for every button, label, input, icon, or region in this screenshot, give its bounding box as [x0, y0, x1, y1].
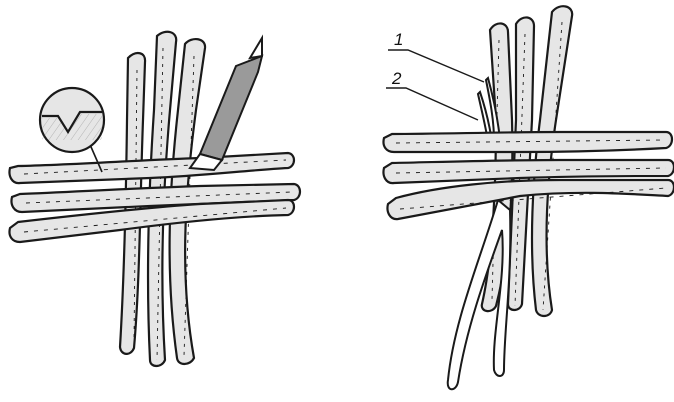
- right-horizontal-rod-1: [383, 132, 672, 152]
- leader-2: [386, 88, 478, 120]
- leader-1: [388, 50, 484, 82]
- label-1: 1: [394, 31, 403, 48]
- strips-hanging: [448, 200, 511, 389]
- left-panel: [9, 32, 300, 366]
- right-horizontal-rods: [383, 132, 674, 219]
- label-2: 2: [392, 70, 401, 87]
- right-panel: [383, 6, 674, 389]
- knife-handle-tip: [250, 38, 262, 58]
- notch-magnifier: [40, 88, 104, 172]
- right-horizontal-rod-3: [387, 180, 674, 219]
- knife-blade: [200, 56, 262, 160]
